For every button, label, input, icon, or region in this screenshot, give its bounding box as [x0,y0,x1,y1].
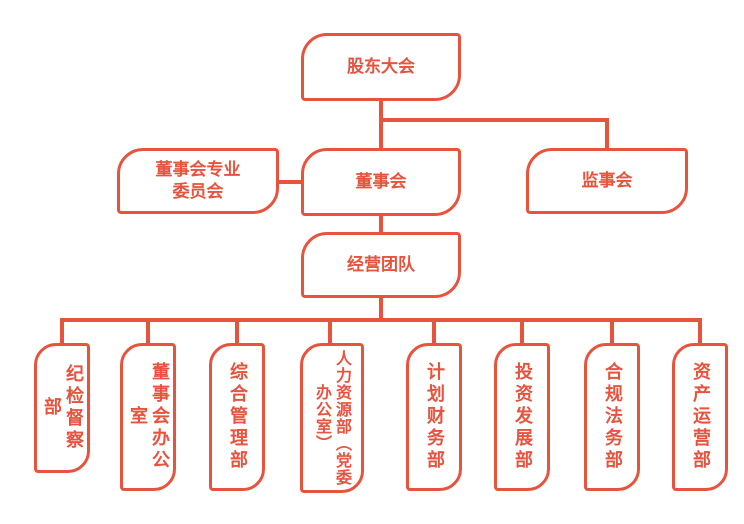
node-label: 董事会专业委员会 [155,160,241,202]
node-dept-general-management: 综合管理部 [209,343,265,491]
node-supervisory-board: 监事会 [526,148,688,214]
node-label: 人力资源部（党委办公室） [313,350,352,486]
node-dept-planning-finance: 计划财务部 [406,343,462,491]
node-dept-asset-operation: 资产运营部 [672,343,728,491]
node-dept-board-office: 董事会办公室 [120,343,176,491]
node-dept-investment-development: 投资发展部 [494,343,550,491]
node-dept-compliance-legal: 合规法务部 [584,343,640,491]
node-board-of-directors: 董事会 [301,148,461,216]
node-label: 综合管理部 [227,362,248,472]
node-dept-human-resources: 人力资源部（党委办公室） [300,343,364,493]
node-label: 董事会办公室 [127,362,170,472]
node-management-team: 经营团队 [301,232,461,298]
node-label: 资产运营部 [690,362,711,472]
node-label: 经营团队 [347,255,415,275]
node-label: 投资发展部 [512,362,533,472]
node-shareholders-meeting: 股东大会 [301,33,461,101]
node-label: 合规法务部 [602,362,623,472]
node-label: 股东大会 [347,57,415,77]
node-label: 监事会 [581,171,633,191]
node-label: 纪检督察部 [41,364,84,452]
node-board-committee: 董事会专业委员会 [117,148,279,214]
node-label: 计划财务部 [424,362,445,472]
node-label: 董事会 [355,172,407,192]
node-dept-discipline-inspection: 纪检督察部 [34,343,90,473]
